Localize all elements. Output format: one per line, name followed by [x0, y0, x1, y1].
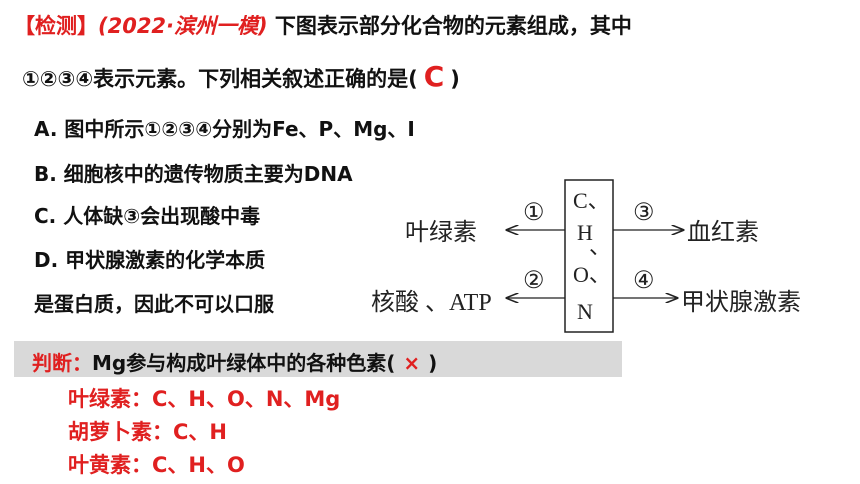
judge-line: 判断：Mg参与构成叶绿体中的各种色素( ×) [32, 347, 437, 376]
label-heme: 血红素 [687, 219, 759, 246]
option-d-line-1: D. 甲状腺激素的化学本质 [34, 248, 266, 272]
center-box [564, 179, 614, 333]
option-d-line-2: 是蛋白质，因此不可以口服 [34, 292, 274, 316]
label-chlorophyll: 叶绿素 [405, 219, 477, 246]
judge-close: ) [428, 351, 438, 375]
center-element-o: O、 [573, 262, 611, 287]
element-diagram: C、 H 、 O、 N ① 叶绿素 ③ 血红素 ② 核酸 、ATP ④ 甲状腺激… [371, 179, 801, 333]
option-b: B. 细胞核中的遗传物质主要为DNA [34, 162, 353, 186]
num-1: ① [523, 200, 545, 226]
question-line-2: ①②③④表示元素。下列相关叙述正确的是(C) [22, 60, 460, 93]
num-3: ③ [633, 200, 655, 226]
question-stem-close: ) [450, 67, 460, 91]
num-4: ④ [633, 268, 655, 294]
cross-mark: × [403, 351, 421, 375]
num-2: ② [523, 268, 545, 294]
label-thyroxine: 甲状腺激素 [681, 289, 801, 316]
note-carotene: 胡萝卜素：C、H [68, 420, 227, 444]
question-stem-2: ①②③④表示元素。下列相关叙述正确的是( [22, 67, 418, 91]
option-a: A. 图中所示①②③④分别为Fe、P、Mg、I [34, 117, 415, 141]
label-nucleic-acid-atp: 核酸 、ATP [371, 289, 492, 316]
center-element-c: C、 [573, 188, 610, 213]
center-separator: 、 [589, 234, 611, 259]
note-xanthophyll: 叶黄素：C、H、O [68, 453, 245, 477]
option-c: C. 人体缺③会出现酸中毒 [34, 204, 261, 228]
question-source: (2022·滨州一模) [98, 14, 268, 38]
judge-head: 判断： [32, 351, 92, 375]
center-element-n: N [577, 299, 593, 324]
center-element-h: H [577, 220, 593, 245]
question-line-1: 【检测】(2022·滨州一模) 下图表示部分化合物的元素组成，其中 [14, 10, 632, 40]
answer-letter: C [423, 60, 445, 93]
judge-bar: 判断：Mg参与构成叶绿体中的各种色素( ×) [14, 341, 622, 377]
judge-text: Mg参与构成叶绿体中的各种色素( [92, 351, 396, 375]
question-stem-1: 下图表示部分化合物的元素组成，其中 [267, 14, 632, 38]
question-tag: 【检测】 [14, 14, 98, 38]
note-chlorophyll: 叶绿素：C、H、O、N、Mg [68, 387, 341, 411]
